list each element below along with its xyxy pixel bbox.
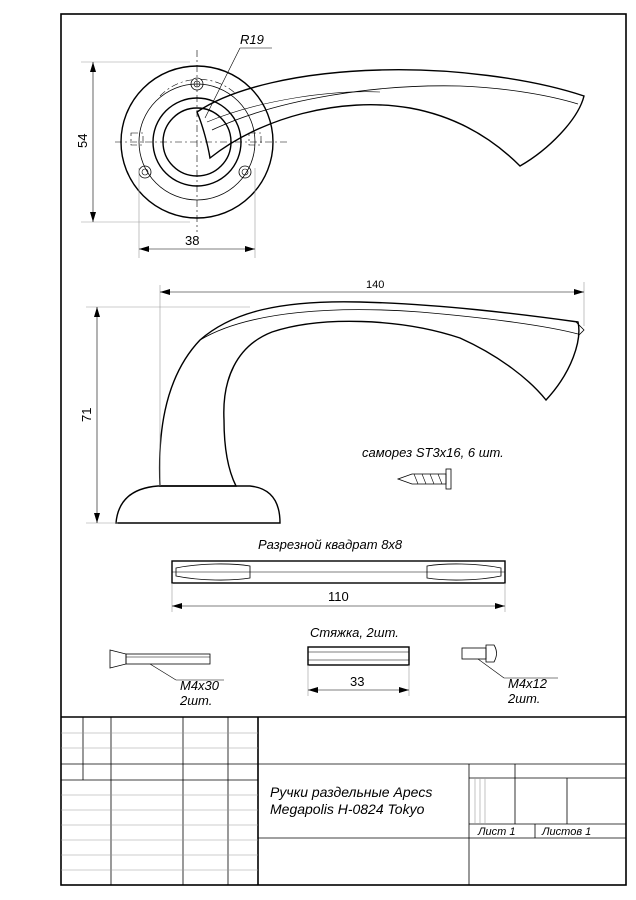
bolt-shank <box>125 653 211 665</box>
dim-38-label: 38 <box>185 233 199 248</box>
lever-front <box>196 69 585 167</box>
spindle-label: Разрезной квадрат 8x8 <box>258 537 403 552</box>
screw-head <box>445 468 452 490</box>
dim-71-label: 71 <box>79 408 94 422</box>
bolt-m4x12: M4x12 2шт. <box>461 644 558 706</box>
coupler-label: Стяжка, 2шт. <box>310 625 399 640</box>
bolt-head <box>109 649 127 669</box>
dim-54-label: 54 <box>75 134 90 148</box>
side-rosette <box>115 485 281 524</box>
lever-front-ridge <box>211 85 579 131</box>
sheets-total: Листов 1 <box>541 826 591 838</box>
short-bolt-label: M4x12 <box>508 676 548 691</box>
dim-140-label: 140 <box>366 279 384 291</box>
short-bolt-leader <box>477 658 505 679</box>
r19-arc <box>159 79 237 97</box>
bolt-qty: 2шт. <box>179 693 212 708</box>
r19-label: R19 <box>240 32 264 47</box>
short-bolt-head <box>485 644 497 663</box>
title-block: Ручки раздельные Apecs Megapolis H-0824 … <box>61 716 626 885</box>
short-bolt-shank <box>461 647 487 660</box>
square-spindle: Разрезной квадрат 8x8 110 <box>171 537 506 612</box>
short-bolt-qty: 2шт. <box>507 691 540 706</box>
lever-side <box>158 301 580 487</box>
title-line-2: Megapolis H-0824 Tokyo <box>270 801 425 817</box>
front-view: R19 54 38 <box>75 32 585 258</box>
bolt-m4x30: M4x30 2шт. <box>109 649 224 708</box>
screw: саморез ST3x16, 6 шт. <box>362 445 504 490</box>
r19-leader <box>204 47 241 119</box>
screw-holes <box>130 77 262 179</box>
dim-110-label: 110 <box>328 589 349 604</box>
spindle-slot-left <box>175 563 251 581</box>
spindle-slot-right <box>426 563 502 581</box>
bolt-leader <box>149 663 177 681</box>
title-line-1: Ручки раздельные Apecs <box>270 784 432 800</box>
lever-side-ridge <box>199 309 579 341</box>
dim-33-label: 33 <box>350 674 364 689</box>
screw-label: саморез ST3x16, 6 шт. <box>362 445 504 460</box>
bolt-label: M4x30 <box>180 678 220 693</box>
sheet-number: Лист 1 <box>477 826 516 838</box>
coupler: Стяжка, 2шт. 33 <box>307 625 410 696</box>
sheet-frame <box>60 13 627 886</box>
side-view: 140 71 <box>79 279 585 524</box>
coupler-body <box>307 646 410 666</box>
